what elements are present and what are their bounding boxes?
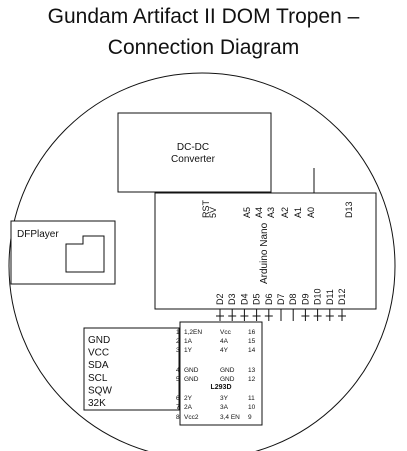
l293d-pin-label-right: 3,4 EN xyxy=(220,414,240,421)
nano-pin-d2: D2 xyxy=(215,293,225,305)
l293d-pin-num-left: 5 xyxy=(176,376,180,383)
rtc-module-box xyxy=(83,327,180,411)
enclosure-circle xyxy=(8,72,396,451)
nano-pin-a3: A3 xyxy=(266,207,276,218)
l293d-pin-label-right: 4Y xyxy=(220,347,229,354)
l293d-label: L293D xyxy=(210,384,231,391)
l293d-pin-num-right: 16 xyxy=(248,329,256,336)
l293d-pin-num-right: 10 xyxy=(248,404,256,411)
nano-pin-a0: A0 xyxy=(306,207,316,218)
rtc-pin-scl: SCL xyxy=(88,373,108,384)
nano-pin-d5: D5 xyxy=(252,293,262,305)
l293d-pin-num-right: 11 xyxy=(248,395,255,402)
nano-pin-d8: D8 xyxy=(288,293,298,305)
nano-pin-d3: D3 xyxy=(227,293,237,305)
l293d-pin-num-left: 7 xyxy=(176,404,180,411)
arduino-nano-label: Arduino Nano xyxy=(259,222,270,284)
rtc-pin-vcc: VCC xyxy=(88,348,109,359)
l293d-pin-label-left: 1,2EN xyxy=(184,329,202,336)
l293d-pin-num-right: 13 xyxy=(248,367,256,374)
l293d-pin-num-left: 1 xyxy=(176,329,180,336)
l293d-pin-num-right: 12 xyxy=(248,376,256,383)
l293d-pin-label-right: Vcc xyxy=(220,329,232,336)
l293d-pin-label-left: 1A xyxy=(184,338,193,345)
nano-pin-a1: A1 xyxy=(293,207,303,218)
nano-pin-d9: D9 xyxy=(300,293,310,305)
dcdc-label-line-1: DC-DC xyxy=(177,142,209,153)
sd-card-slot xyxy=(65,235,105,273)
l293d-box xyxy=(179,321,263,426)
rtc-pin-32k: 32K xyxy=(88,398,106,409)
l293d-pin-label-left: Vcc2 xyxy=(184,414,199,421)
nano-pin-d6: D6 xyxy=(264,293,274,305)
l293d-pin-num-left: 6 xyxy=(176,395,180,402)
l293d-pin-label-left: GND xyxy=(184,367,199,374)
l293d-pin-num-left: 8 xyxy=(176,414,180,421)
nano-pin-a2: A2 xyxy=(280,207,290,218)
l293d-pin-num-right: 15 xyxy=(248,338,256,345)
nano-pin-d10: D10 xyxy=(313,288,323,305)
nano-pin-d12: D12 xyxy=(337,288,347,305)
l293d-pin-num-left: 4 xyxy=(176,367,180,374)
dfplayer-box xyxy=(10,220,116,285)
nano-pin-wires xyxy=(216,309,346,321)
nano-pin-5v: 5V xyxy=(208,207,218,218)
nano-pin-d13: D13 xyxy=(344,201,354,218)
diagram-title-line-1: Gundam Artifact II DOM Tropen – xyxy=(47,5,360,28)
l293d-pin-label-right: 3Y xyxy=(220,395,229,402)
l293d-pin-num-right: 9 xyxy=(248,414,252,421)
nano-pin-d4: D4 xyxy=(239,293,249,305)
l293d-pin-label-left: GND xyxy=(184,376,199,383)
dcdc-converter-box xyxy=(117,112,272,193)
arduino-nano-box xyxy=(154,192,377,310)
l293d-pin-label-right: GND xyxy=(220,367,235,374)
rtc-pin-gnd: GND xyxy=(88,335,110,346)
l293d-pin-label-right: 3A xyxy=(220,404,229,411)
dfplayer-label: DFPlayer xyxy=(17,229,59,240)
dcdc-label-line-2: Converter xyxy=(171,154,216,165)
l293d-pin-label-left: 1Y xyxy=(184,347,193,354)
l293d-pin-label-right: 4A xyxy=(220,338,229,345)
nano-pin-d7: D7 xyxy=(276,293,286,305)
l293d-pin-label-left: 2Y xyxy=(184,395,193,402)
rtc-pin-sqw: SQW xyxy=(88,385,112,396)
l293d-pin-num-left: 2 xyxy=(176,338,180,345)
diagram-title-line-2: Connection Diagram xyxy=(107,36,300,59)
l293d-pin-label-left: 2A xyxy=(184,404,193,411)
l293d-pin-label-right: GND xyxy=(220,376,235,383)
nano-pin-rst: RST xyxy=(201,199,211,218)
rtc-pin-sda: SDA xyxy=(88,360,109,371)
nano-pin-a4: A4 xyxy=(254,207,264,218)
l293d-pin-num-left: 3 xyxy=(176,347,180,354)
nano-pin-d11: D11 xyxy=(325,289,335,305)
nano-pin-a5: A5 xyxy=(242,207,252,218)
l293d-pin-num-right: 14 xyxy=(248,347,256,354)
